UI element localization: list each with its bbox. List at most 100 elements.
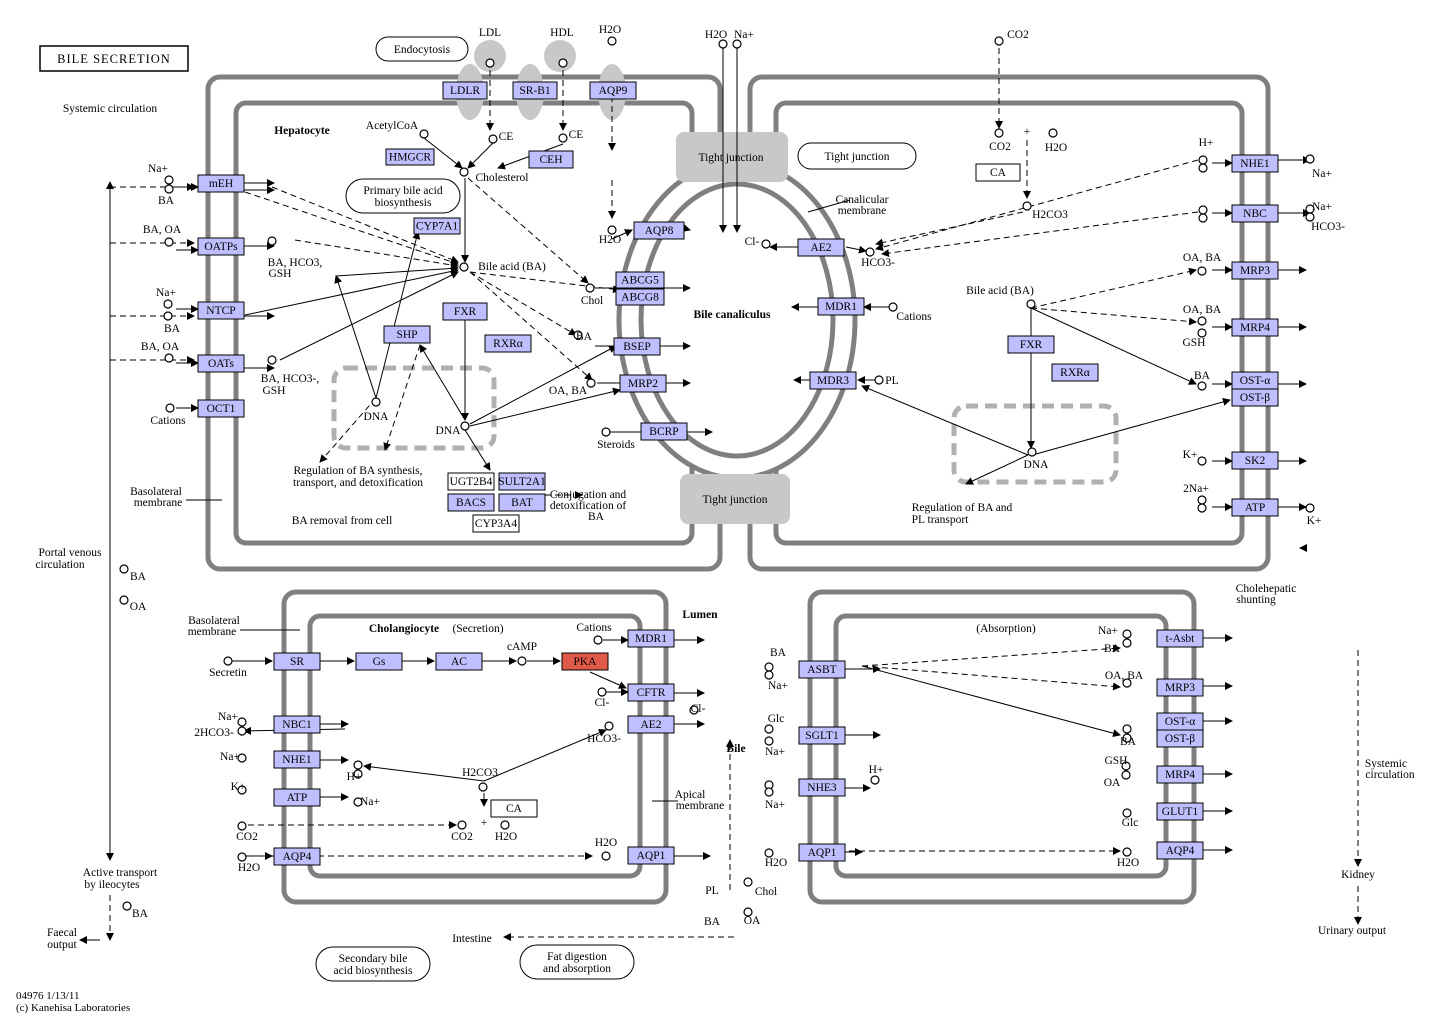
gene-oats[interactable]: OATs (197, 354, 245, 373)
gene-ntcp[interactable]: NTCP (197, 301, 245, 320)
gene-shp[interactable]: SHP (383, 325, 431, 344)
gene-aqp8[interactable]: AQP8 (633, 221, 685, 240)
label-ba8: BA (1104, 643, 1121, 655)
pathway-link-tightjunction[interactable]: Tight junction (797, 142, 917, 170)
gene-ca1[interactable]: CA (975, 163, 1021, 182)
gene-cftr[interactable]: CFTR (627, 683, 675, 702)
label-conj1: Conjugation and (550, 489, 627, 501)
gene-nhe1b[interactable]: NHE1 (273, 750, 321, 769)
gene-mrp3a[interactable]: MRP3 (1231, 261, 1279, 280)
gene-ldlr[interactable]: LDLR (442, 81, 488, 100)
gene-aqp4b[interactable]: AQP4 (1156, 841, 1204, 860)
gene-label: SGLT1 (805, 730, 839, 742)
label-camp: cAMP (507, 641, 537, 653)
gene-rxra1[interactable]: RXRα (484, 334, 532, 353)
gene-label: Gs (373, 656, 386, 668)
compound-node (732, 39, 742, 49)
label-oa3: OA (1104, 777, 1121, 789)
gene-mrp2[interactable]: MRP2 (619, 374, 667, 393)
compound-node (761, 239, 771, 249)
gene-aqp1a[interactable]: AQP1 (627, 846, 675, 865)
gene-atp2[interactable]: ATP (273, 788, 321, 807)
reaction-arrow (467, 177, 589, 284)
gene-label: ABCG8 (621, 292, 659, 304)
gene-hmgcr[interactable]: HMGCR (385, 148, 435, 166)
gene-osta1[interactable]: OST-α (1231, 371, 1279, 390)
gene-label: SHP (396, 329, 417, 341)
gene-asbt[interactable]: ASBT (798, 660, 846, 679)
label-h2o7: H2O (595, 837, 617, 849)
gene-label: CA (506, 803, 523, 815)
label-steroids: Steroids (597, 439, 635, 451)
gene-aqp1b[interactable]: AQP1 (798, 843, 846, 862)
label-baoa1: BA, OA (143, 224, 182, 236)
gene-abcg8[interactable]: ABCG8 (615, 288, 665, 306)
label-syscirc2a: Systemic (1365, 758, 1407, 770)
gene-label: OST-α (1165, 716, 1196, 728)
label-faecal1: Faecal (47, 927, 77, 939)
gene-ceh[interactable]: CEH (528, 150, 574, 169)
gene-ostb2[interactable]: OST-β (1156, 729, 1204, 748)
compound-node (601, 427, 611, 437)
gene-sult2a1[interactable]: SULT2A1 (498, 472, 546, 491)
gene-fxr2[interactable]: FXR (1007, 335, 1055, 354)
gene-bacs[interactable]: BACS (447, 493, 495, 512)
gene-sglt1[interactable]: SGLT1 (798, 726, 846, 745)
gene-mdr1a[interactable]: MDR1 (817, 297, 865, 316)
label-h2o9: H2O (1117, 857, 1139, 869)
gene-aqp4a[interactable]: AQP4 (273, 847, 321, 866)
compound-node (1122, 847, 1132, 857)
gene-mrp4b[interactable]: MRP4 (1156, 765, 1204, 784)
label-ba10: BA (132, 908, 149, 920)
gene-abcg5[interactable]: ABCG5 (615, 271, 665, 289)
gene-ostb1[interactable]: OST-β (1231, 388, 1279, 407)
gene-nhe3[interactable]: NHE3 (798, 778, 846, 797)
label-syscirc2b: circulation (1365, 769, 1414, 781)
gene-atp1[interactable]: ATP (1231, 498, 1279, 517)
gene-pka[interactable]: PKA (561, 652, 609, 671)
gene-bsep[interactable]: BSEP (613, 337, 661, 356)
gene-nhe1a[interactable]: NHE1 (1231, 154, 1279, 173)
gene-label: MRP2 (628, 378, 658, 390)
gene-meh[interactable]: mEH (197, 174, 245, 193)
reaction-arrow (423, 137, 463, 169)
gene-ae2a[interactable]: AE2 (797, 238, 845, 257)
gene-mdr1b[interactable]: MDR1 (627, 629, 675, 648)
gene-tasbt[interactable]: t-Asbt (1156, 629, 1204, 648)
gene-gs[interactable]: Gs (355, 652, 403, 671)
gene-rxra2[interactable]: RXRα (1051, 363, 1099, 382)
gene-cyp7a1[interactable]: CYP7A1 (413, 217, 461, 235)
gene-sr[interactable]: SR (273, 652, 321, 671)
pathway-link-endocytosis[interactable]: Endocytosis (375, 36, 469, 62)
gene-cyp3a4[interactable]: CYP3A4 (472, 514, 520, 533)
tight-junction-top (676, 132, 788, 182)
gene-nbca[interactable]: NBC (1231, 204, 1279, 223)
gene-sk2[interactable]: SK2 (1231, 451, 1279, 470)
gene-osta2[interactable]: OST-α (1156, 712, 1204, 731)
gene-oatps[interactable]: OATPs (197, 237, 245, 256)
gene-nbc1[interactable]: NBC1 (273, 715, 321, 734)
gene-mrp3b[interactable]: MRP3 (1156, 678, 1204, 697)
gene-ca2[interactable]: CA (490, 799, 538, 818)
gene-bcrp[interactable]: BCRP (640, 422, 688, 441)
gene-glut1[interactable]: GLUT1 (1156, 802, 1204, 821)
gene-label: OATs (208, 358, 235, 370)
gene-aqp9[interactable]: AQP9 (589, 81, 637, 100)
gene-ac[interactable]: AC (435, 652, 483, 671)
gene-srb1[interactable]: SR-B1 (512, 81, 558, 100)
gene-label: AQP8 (645, 225, 674, 237)
gene-oct1[interactable]: OCT1 (197, 399, 245, 418)
gene-mrp4a[interactable]: MRP4 (1231, 318, 1279, 337)
gene-ugt2b4[interactable]: UGT2B4 (447, 472, 495, 491)
gene-label: BCRP (649, 426, 678, 438)
gene-ae2b[interactable]: AE2 (627, 715, 675, 734)
gene-bat[interactable]: BAT (498, 493, 546, 512)
gene-mdr3[interactable]: MDR3 (809, 371, 857, 390)
compound-node (500, 820, 510, 830)
receptor-blobs (456, 40, 626, 120)
gene-fxr1[interactable]: FXR (442, 302, 488, 321)
